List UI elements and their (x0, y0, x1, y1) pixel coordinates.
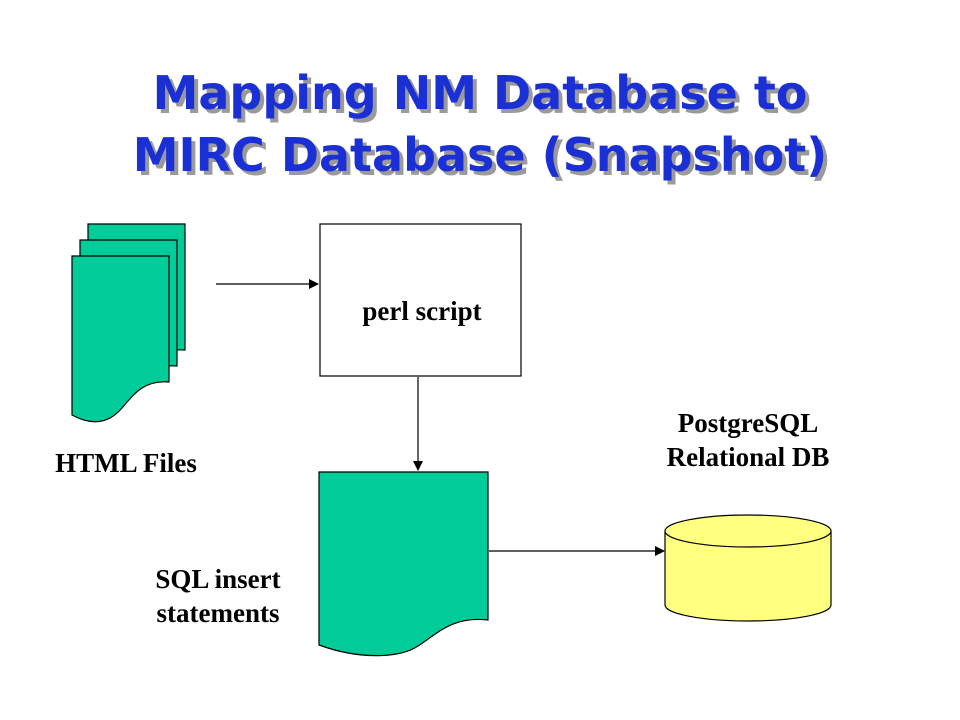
html-files-label: HTML Files (55, 448, 197, 478)
perl-script-label: perl script (362, 296, 482, 326)
sql-statements-document (318, 471, 489, 657)
sql-statements-label: SQL insert statements (128, 562, 308, 630)
html-files-icon (71, 223, 186, 423)
slide-title-line-2: MIRC Database (Snapshot) (132, 128, 828, 182)
perl-script-box (319, 223, 522, 377)
slide-title-line-1: Mapping NM Database to (152, 66, 808, 120)
postgres-label-line-1: PostgreSQL (677, 408, 819, 438)
sql-statements-label-line-1: SQL insert (155, 564, 281, 594)
postgres-label: PostgreSQL Relational DB (628, 406, 868, 474)
slide-title: Mapping NM Database to MIRC Database (Sn… (0, 62, 960, 186)
postgres-database-icon (664, 514, 832, 622)
sql-statements-label-line-2: statements (156, 598, 280, 628)
postgres-label-line-2: Relational DB (666, 442, 830, 472)
